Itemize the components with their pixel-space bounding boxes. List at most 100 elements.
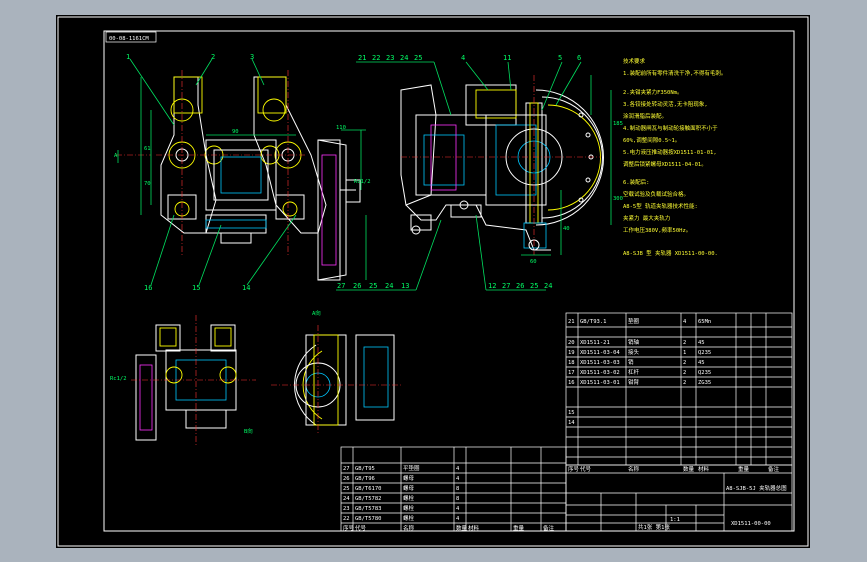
pl-u-name-0: 垫圈	[628, 317, 640, 325]
pl-l-code-1: GB/T96	[355, 476, 375, 482]
rc-label: Rc1/2	[110, 376, 127, 382]
part-number-25a: 25	[369, 282, 377, 290]
pl-u-qty-0: 4	[683, 319, 687, 325]
tech-note-12: 夹紧力 最大夹轨力	[623, 214, 670, 222]
pl-u-code-1: XD1511-21	[580, 340, 610, 346]
dim-40: 40	[563, 226, 570, 232]
pl-l-code-0: GB/T95	[355, 466, 375, 472]
pl-u-no-7: 14	[568, 420, 575, 426]
title-product-name: A8-SJB-5J 夹轨器总图	[726, 484, 787, 492]
title-header-code: 代号	[580, 465, 592, 473]
b-view	[271, 325, 401, 435]
tech-note-3: 3.各铰接处转动灵活,无卡阻现象,	[623, 100, 708, 108]
pl-l-name-0: 平垫圈	[403, 464, 420, 472]
pl-l-code-3: GB/T5782	[355, 496, 382, 502]
drawing-sheet: 00-08-1161CM	[56, 15, 810, 548]
tech-note-14: A8-SJB 型 夹轨器 XD1511-00-00.	[623, 249, 718, 257]
pl-l-qty-4: 4	[456, 506, 460, 512]
view-label-b: B向	[244, 427, 253, 435]
part-number-15: 15	[192, 284, 200, 292]
pl-l-header-code: 代号	[355, 524, 367, 532]
tech-note-2: 2.夹钳夹紧力F350Nm。	[623, 88, 683, 96]
pl-u-name-1: 销轴	[628, 338, 640, 346]
tech-note-7: 5.电力液压推动器按XD1511-01-01,	[623, 148, 717, 156]
side-view-leaders	[336, 61, 582, 291]
dim-90: 90	[232, 129, 239, 135]
dim-60: 60	[530, 259, 537, 265]
pl-u-qty-2: 1	[683, 350, 686, 356]
dim-70: 70	[144, 181, 151, 187]
tech-note-4: 涂润滑脂后装配。	[623, 112, 667, 120]
part-number-27b: 27	[502, 282, 510, 290]
part-number-24: 24	[400, 54, 408, 62]
a-view	[131, 315, 256, 445]
title-sheet: 共1张 第1张	[638, 523, 670, 531]
part-number-2: 2	[211, 53, 215, 61]
part-number-6: 6	[577, 54, 581, 62]
title-header-qty: 数量	[683, 465, 695, 473]
front-view	[116, 70, 367, 281]
part-number-27a: 27	[337, 282, 345, 290]
dim-61: 61	[144, 146, 151, 152]
pl-u-no-2: 19	[568, 350, 575, 356]
pl-l-header-no: 序号	[343, 524, 355, 532]
part-number-1: 1	[126, 53, 130, 61]
pl-l-qty-1: 4	[456, 476, 460, 482]
pl-l-header-name: 名称	[403, 524, 415, 532]
dim-rc: Rc1/2	[354, 179, 371, 185]
pl-u-no-0: 21	[568, 319, 575, 325]
pl-l-header-qty: 数量	[456, 524, 468, 532]
title-scale: 1:1	[670, 517, 680, 523]
tech-note-6: 60%,调整间隙0.5~1。	[623, 136, 680, 144]
part-number-11: 11	[503, 54, 511, 62]
pl-u-mat-4: Q235	[698, 370, 711, 376]
pl-l-no-2: 25	[343, 486, 350, 492]
part-number-23: 23	[386, 54, 394, 62]
pl-u-qty-5: 2	[683, 380, 686, 386]
pl-u-name-2: 接头	[628, 348, 640, 356]
part-number-25b: 25	[530, 282, 538, 290]
pl-l-name-1: 螺母	[403, 474, 415, 482]
pl-l-code-4: GB/T5783	[355, 506, 382, 512]
pl-l-no-1: 26	[343, 476, 350, 482]
pl-l-code-5: GB/T5780	[355, 516, 382, 522]
part-number-26a: 26	[353, 282, 361, 290]
pl-u-no-3: 18	[568, 360, 575, 366]
part-number-14: 14	[242, 284, 250, 292]
parts-list-upper	[565, 312, 793, 466]
drawing-code-text: 00-08-1161CM	[109, 36, 149, 42]
pl-u-qty-4: 2	[683, 370, 686, 376]
pl-u-name-3: 销	[628, 358, 634, 366]
pl-u-no-4: 17	[568, 370, 575, 376]
part-number-26b: 26	[516, 282, 524, 290]
title-header-mat: 材料	[698, 465, 710, 473]
drawing-code-box	[105, 31, 157, 43]
pl-u-mat-2: Q235	[698, 350, 711, 356]
outer-border	[57, 16, 809, 547]
tech-note-11: A8-5型 轨道夹轨器技术性能:	[623, 202, 698, 210]
pl-u-code-0: GB/T93.1	[580, 319, 607, 325]
tech-note-9: 6.装配后:	[623, 178, 649, 186]
pl-u-no-6: 15	[568, 410, 575, 416]
tech-note-1: 1.装配前所有零件清洗干净,不得有毛刺。	[623, 69, 726, 77]
pl-l-qty-5: 4	[456, 516, 460, 522]
part-number-5: 5	[558, 54, 562, 62]
pl-l-no-0: 27	[343, 466, 350, 472]
part-number-24a: 24	[385, 282, 393, 290]
pl-u-code-4: XD1511-03-02	[580, 370, 620, 376]
part-number-22: 22	[372, 54, 380, 62]
pl-u-no-1: 20	[568, 340, 575, 346]
pl-l-qty-0: 4	[456, 466, 460, 472]
parts-list-lower-text: 27 GB/T95 平垫圈 4 26 GB/T96 螺母 4 25 GB/T61…	[343, 464, 555, 532]
pl-l-header-note: 备注	[543, 524, 555, 532]
pl-u-mat-1: 45	[698, 340, 705, 346]
pl-l-no-4: 23	[343, 506, 350, 512]
title-header-no: 序号	[568, 465, 580, 473]
pl-l-qty-2: 8	[456, 486, 459, 492]
title-drawing-no: XD1511-00-00	[731, 521, 771, 527]
part-number-21: 21	[358, 54, 366, 62]
pl-l-code-2: GB/T6170	[355, 486, 382, 492]
side-view	[400, 75, 612, 256]
pl-u-mat-3: 45	[698, 360, 705, 366]
pl-u-code-2: XD1511-03-04	[580, 350, 620, 356]
